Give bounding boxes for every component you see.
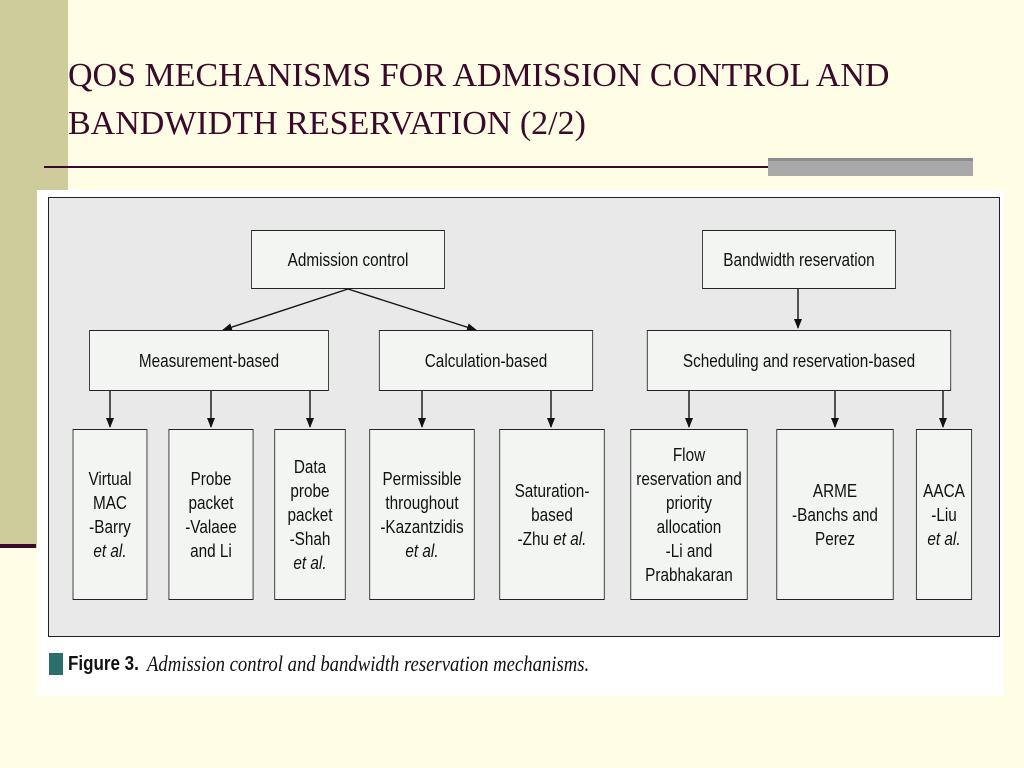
slide-title: QOS MECHANISMS FOR ADMISSION CONTROL AND… (68, 57, 890, 142)
title-accent-bar (768, 158, 973, 176)
scheduling-reservation-label: Scheduling and reservation-based (682, 350, 916, 371)
figure-caption: Figure 3. Admission control and bandwidt… (49, 651, 668, 677)
admission-control-node: Admission control (251, 230, 445, 289)
flow-line-4: allocation (656, 516, 722, 537)
arrow-admission-to-calculation (347, 288, 477, 332)
calculation-based-label: Calculation-based (424, 350, 548, 371)
saturation-based-node: Saturation- based -Zhu et al. (499, 429, 605, 600)
permissible-line-1: Permissible (382, 468, 462, 489)
bandwidth-reservation-node: Bandwidth reservation (702, 230, 896, 289)
aaca-line-3: et al. (927, 528, 961, 549)
bandwidth-reservation-label: Bandwidth reservation (723, 249, 875, 270)
saturation-line-3: -Zhu et al. (518, 527, 587, 551)
probe-packet-line-3: -Valaee (185, 516, 237, 537)
permissible-line-4: et al. (405, 540, 439, 561)
probe-packet-line-2: packet (188, 492, 234, 513)
flow-reservation-node: Flow reservation and priority allocation… (630, 429, 748, 600)
probe-packet-node: Probe packet -Valaee and Li (168, 429, 254, 600)
left-accent-rule (0, 544, 36, 548)
measurement-based-label: Measurement-based (138, 350, 280, 371)
aaca-line-2: -Liu (931, 504, 957, 525)
scheduling-reservation-node: Scheduling and reservation-based (646, 330, 952, 391)
flow-line-5: -Li and (665, 540, 713, 561)
virtual-mac-node: Virtual MAC -Barry et al. (72, 429, 148, 600)
saturation-line-1: Saturation- (514, 480, 590, 501)
data-probe-line-3: packet (287, 504, 333, 525)
virtual-mac-line-3: -Barry (89, 516, 131, 537)
virtual-mac-line-2: MAC (92, 492, 127, 513)
arrow-admission-to-measurement (222, 288, 349, 331)
data-probe-line-4: -Shah (289, 528, 331, 549)
arme-line-2: -Banchs and (792, 504, 878, 525)
permissible-line-2: throughout (385, 492, 459, 513)
saturation-et-al: et al. (553, 528, 587, 549)
virtual-mac-line-1: Virtual (88, 468, 132, 489)
permissible-line-3: -Kazantzidis (380, 516, 464, 537)
saturation-author: -Zhu (517, 528, 554, 549)
permissible-throughput-node: Permissible throughout -Kazantzidis et a… (369, 429, 475, 600)
arme-line-3: Perez (814, 528, 855, 549)
virtual-mac-line-4: et al. (93, 540, 127, 561)
title-underline (44, 166, 768, 168)
aaca-node: AACA -Liu et al. (915, 429, 973, 600)
data-probe-line-2: probe (290, 480, 330, 501)
data-probe-line-1: Data (293, 456, 327, 477)
probe-packet-line-4: and Li (190, 540, 232, 561)
caption-label: Figure 3. (68, 652, 139, 675)
flow-line-3: priority (666, 492, 712, 513)
data-probe-line-5: et al. (293, 552, 327, 573)
flow-line-2: reservation and (636, 468, 742, 489)
aaca-line-1: AACA (923, 480, 965, 501)
flow-line-1: Flow (672, 444, 706, 465)
data-probe-packet-node: Data probe packet -Shah et al. (274, 429, 346, 600)
admission-control-label: Admission control (287, 249, 409, 270)
flow-line-6: Prabhakaran (645, 564, 733, 585)
caption-marker (49, 653, 63, 675)
calculation-based-node: Calculation-based (378, 330, 594, 391)
arme-node: ARME -Banchs and Perez (776, 429, 894, 600)
saturation-line-2: based (531, 504, 573, 525)
measurement-based-node: Measurement-based (89, 330, 329, 391)
arme-line-1: ARME (812, 480, 858, 501)
caption-text: Admission control and bandwidth reservat… (147, 651, 590, 676)
probe-packet-line-1: Probe (190, 468, 232, 489)
